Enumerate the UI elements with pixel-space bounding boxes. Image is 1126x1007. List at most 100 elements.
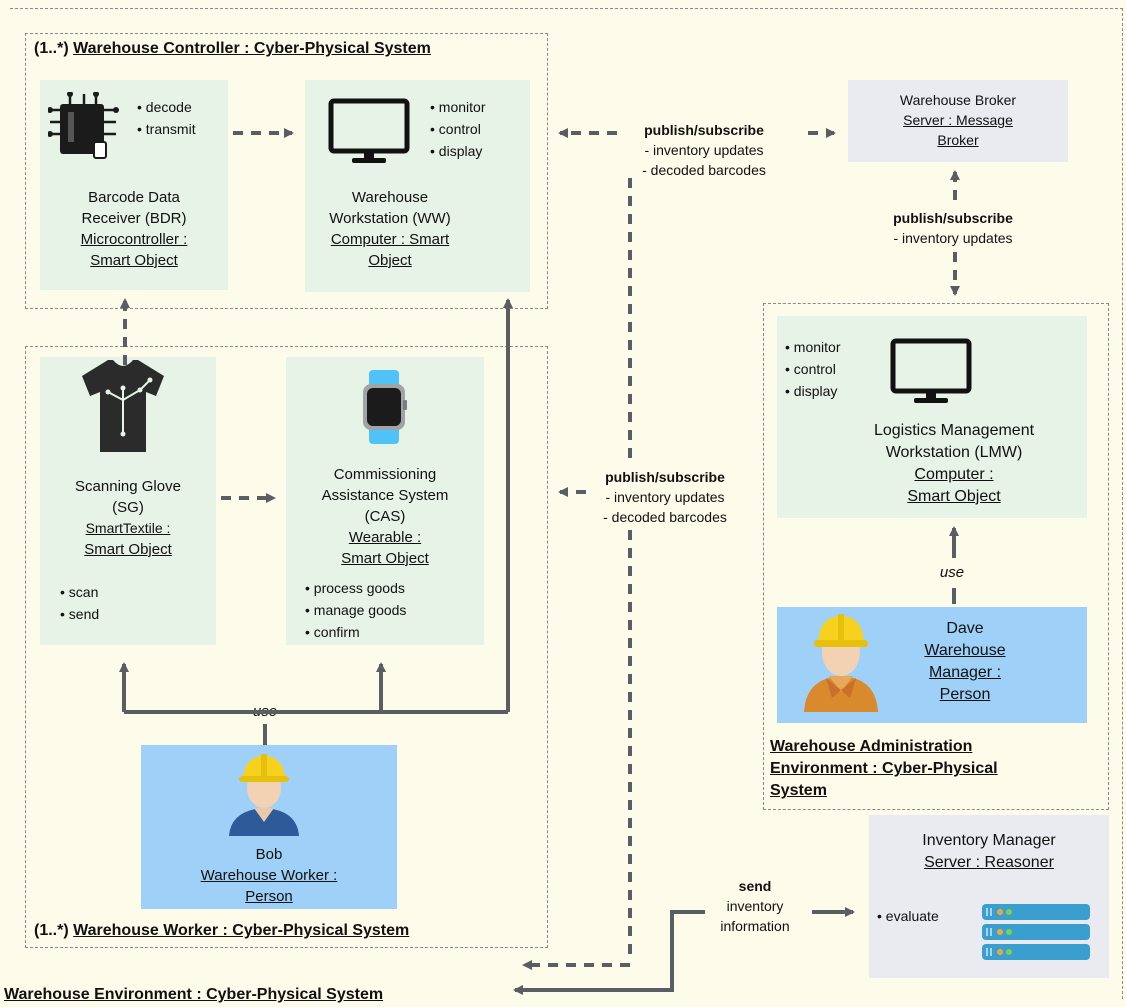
pubsub-top-line-2: - decoded barcodes [642,162,766,178]
warehouse-environment-boundary [10,8,1123,999]
warehouse-controller-title: (1..*) Warehouse Controller : Cyber-Phys… [34,40,431,58]
sg-type: SmartTextile : [85,520,171,536]
inventory-name: Inventory Manager [922,832,1056,849]
cas-type-2: Smart Object [341,550,429,567]
microcontroller-icon [48,92,119,159]
ww-action: display [430,140,485,162]
worker-multiplicity: (1..*) [34,922,69,939]
dave-label: Dave Warehouse Manager : Person [900,618,1030,706]
cas-action: confirm [305,621,406,643]
ww-type-2: Object [368,252,412,269]
cas-actions: process goods manage goods confirm [305,577,407,643]
inventory-manager-label: Inventory Manager Server : Reasoner [869,830,1109,874]
ww-node[interactable] [305,80,530,292]
send-line-2: information [720,918,790,934]
ww-actions: monitor control display [430,96,486,162]
ww-type: Computer : Smart [330,231,450,248]
lmw-action: monitor [785,336,841,358]
broker-type-2: Broker [937,132,979,148]
warehouse-worker-title: (1..*) Warehouse Worker : Cyber-Physical… [34,922,409,940]
pubsub-mid-label: publish/subscribe - inventory updates - … [565,467,765,527]
dave-type: Warehouse [924,642,1006,659]
send-label: send inventory information [705,876,805,936]
pubsub-mid-line-1: - inventory updates [605,489,725,505]
cas-name-2: Assistance System [321,487,449,504]
cas-name-3: (CAS) [364,508,406,525]
lmw-name-2: Workstation (LMW) [885,444,1023,461]
lmw-type: Computer : [914,466,994,483]
bob-label: Bob Warehouse Worker : Person [141,844,397,907]
inventory-action: evaluate [877,905,939,927]
warehouse-controller-boundary [25,33,548,309]
pubsub-broker-title: publish/subscribe [893,210,1013,226]
worker-avatar-icon [229,754,299,836]
pubsub-broker-line-1: - inventory updates [893,230,1013,246]
bob-type-2: Person [245,888,293,905]
sg-name: Scanning Glove [75,478,181,495]
manager-avatar-icon [804,614,878,712]
smartwatch-icon [363,370,407,444]
admin-title-2: Environment : Cyber-Physical [770,760,998,777]
dave-type-3: Person [939,686,991,703]
admin-title-3: System [770,782,827,799]
smart-shirt-icon [82,360,164,452]
broker-type: Server : Message [903,112,1013,128]
controller-multiplicity: (1..*) [34,40,69,57]
ww-action: control [430,118,485,140]
sg-action: send [60,603,99,625]
cas-action: process goods [305,577,406,599]
broker-node[interactable] [848,80,1068,162]
monitor-icon [328,98,410,163]
bdr-action: decode [137,96,196,118]
ww-name-2: Workstation (WW) [329,210,451,227]
send-line [513,910,705,995]
lmw-action: display [785,380,840,402]
cas-label: Commissioning Assistance System (CAS) We… [286,464,484,569]
sg-label: Scanning Glove (SG) SmartTextile : Smart… [40,476,216,560]
bdr-type-2: Smart Object [90,252,178,269]
dave-type-2: Manager : [928,664,1002,681]
lmw-action: control [785,358,840,380]
pubsub-mid-line-2: - decoded barcodes [603,509,727,525]
worker-title-text: Warehouse Worker : Cyber-Physical System [73,922,410,939]
pubsub-broker-label: publish/subscribe - inventory updates [853,208,1053,248]
sg-action: scan [60,581,99,603]
admin-title-1: Warehouse Administration [770,738,973,755]
ww-name: Warehouse [351,189,429,206]
environment-title-text: Warehouse Environment : Cyber-Physical S… [4,986,384,1003]
cas-type: Wearable : [348,529,422,546]
server-rack-icon [982,904,1090,960]
sg-actions: scan send [60,581,99,625]
ww-label: Warehouse Workstation (WW) Computer : Sm… [305,187,475,271]
use-admin-label: use [927,563,977,583]
lmw-type-2: Smart Object [907,488,1001,505]
lmw-label: Logistics Management Workstation (LMW) C… [840,420,1068,508]
ww-action: monitor [430,96,486,118]
send-line-1: inventory [726,898,784,914]
cas-name: Commissioning [333,466,437,483]
bdr-name: Barcode Data [88,189,180,206]
warehouse-administration-title: Warehouse Administration Environment : C… [770,736,998,802]
sg-type-2: Smart Object [84,541,172,558]
pubsub-top-line-1: - inventory updates [644,142,764,158]
warehouse-administration-boundary [763,303,1109,810]
inventory-actions: evaluate [877,905,939,927]
bob-type: Warehouse Worker : [200,867,338,884]
broker-label: Warehouse Broker Server : Message Broker [848,90,1068,150]
bob-name: Bob [255,846,283,863]
lmw-name: Logistics Management [873,422,1035,439]
bdr-name-2: Receiver (BDR) [81,210,187,227]
bdr-actions: decode transmit [137,96,196,140]
monitor-icon [890,338,972,403]
inventory-type: Server : Reasoner [924,854,1054,871]
bdr-type: Microcontroller : [80,231,188,248]
pubsub-mid-title: publish/subscribe [605,469,725,485]
pubsub-top-title: publish/subscribe [644,122,764,138]
sg-name-2: (SG) [112,499,144,516]
pubsub-top-label: publish/subscribe - inventory updates - … [604,120,804,180]
lmw-actions: monitor control display [785,336,841,402]
cas-action: manage goods [305,599,407,621]
bdr-action: transmit [137,118,196,140]
controller-title-text: Warehouse Controller : Cyber-Physical Sy… [73,40,431,57]
warehouse-environment-title: Warehouse Environment : Cyber-Physical S… [4,986,383,1004]
